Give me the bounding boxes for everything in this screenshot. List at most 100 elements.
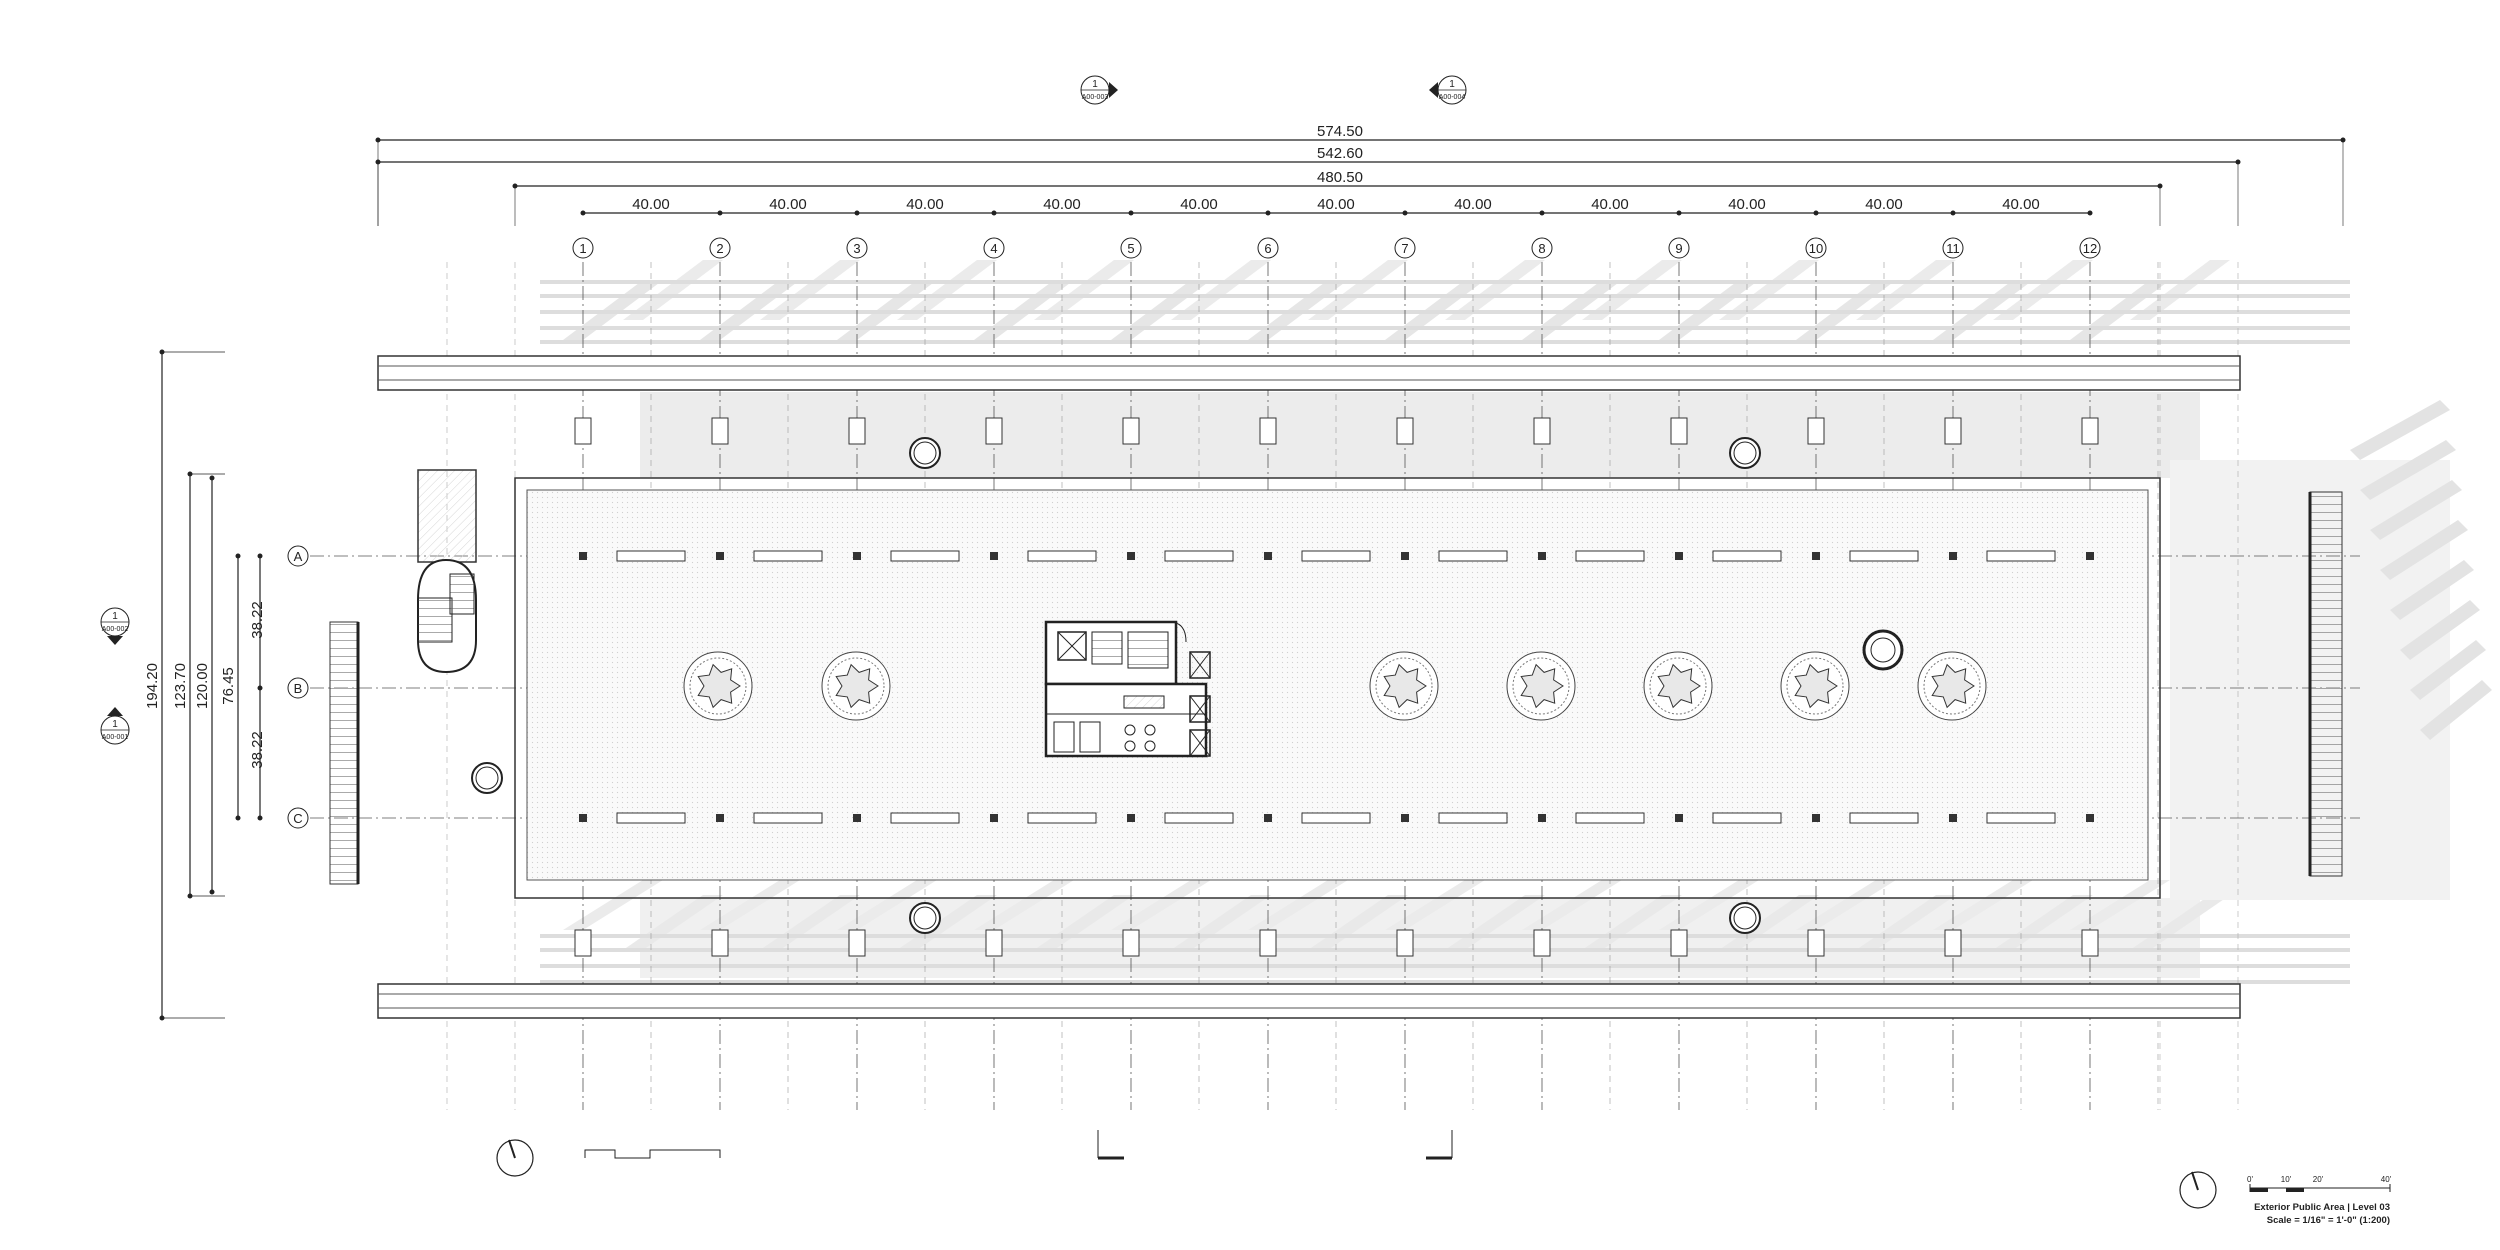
structure-layer bbox=[540, 280, 2350, 984]
grid-bubble bbox=[2079, 237, 2101, 259]
column bbox=[1949, 552, 1957, 560]
grid-column-label: 7 bbox=[1401, 241, 1408, 256]
grid-column-label: 4 bbox=[990, 241, 997, 256]
trellis-shadow bbox=[2130, 260, 2230, 320]
section-tag-number: 1 bbox=[112, 719, 118, 730]
trellis-shadow bbox=[1856, 260, 1956, 320]
dimension-label: 40.00 bbox=[1591, 196, 1629, 213]
grid-bubble bbox=[1942, 237, 1964, 259]
column-bracket bbox=[1396, 417, 1414, 445]
column-bracket bbox=[1807, 417, 1825, 445]
column bbox=[579, 814, 587, 822]
bench bbox=[616, 550, 686, 562]
bench bbox=[1712, 812, 1782, 824]
dimension-label: 542.60 bbox=[1317, 145, 1363, 162]
tree-canopy bbox=[697, 663, 741, 709]
trellis-shadow bbox=[623, 260, 723, 320]
trellis-shadow bbox=[2360, 440, 2456, 500]
trellis-shadow bbox=[1445, 260, 1545, 320]
bench bbox=[1575, 550, 1645, 562]
column-bracket bbox=[2081, 417, 2099, 445]
planter bbox=[1923, 657, 1981, 715]
trellis-shadow bbox=[2350, 400, 2450, 460]
trellis-shadow bbox=[1933, 880, 2033, 930]
section-tag-number: 1 bbox=[1449, 79, 1455, 90]
dimension-label: 40.00 bbox=[1317, 196, 1355, 213]
trellis-shadow bbox=[1993, 260, 2093, 320]
north-arrow-icon bbox=[2179, 1171, 2217, 1209]
grid-bubble bbox=[1668, 237, 1690, 259]
grid-column-label: 12 bbox=[2083, 241, 2097, 256]
planter bbox=[1649, 657, 1707, 715]
planter bbox=[827, 657, 885, 715]
scale-bar-label: 20' bbox=[2313, 1175, 2324, 1184]
column bbox=[2086, 552, 2094, 560]
column bbox=[1538, 552, 1546, 560]
column bbox=[1401, 552, 1409, 560]
column-bracket bbox=[985, 417, 1003, 445]
dimension-tick bbox=[854, 210, 860, 216]
trellis-shadow bbox=[2370, 480, 2462, 540]
north-arrow-icon bbox=[496, 1139, 534, 1177]
dimension-label: 40.00 bbox=[1865, 196, 1903, 213]
column bbox=[1675, 552, 1683, 560]
grid-column-label: 10 bbox=[1809, 241, 1823, 256]
section-tag-number: 1 bbox=[112, 611, 118, 622]
dimension-label: 40.00 bbox=[632, 196, 670, 213]
dimension-tick bbox=[2340, 137, 2346, 143]
section-tag-sheet: A00-004 bbox=[1439, 94, 1466, 101]
bench bbox=[1164, 550, 1234, 562]
column bbox=[1264, 552, 1272, 560]
grid-bubble bbox=[1805, 237, 1827, 259]
benches bbox=[616, 550, 2056, 824]
dimension-label: 76.45 bbox=[220, 667, 237, 705]
column-bracket bbox=[1807, 929, 1825, 957]
column bbox=[1675, 814, 1683, 822]
column bbox=[853, 552, 861, 560]
dimension-tick bbox=[1402, 210, 1408, 216]
bench bbox=[1438, 812, 1508, 824]
north-canopy bbox=[377, 355, 2241, 391]
column-bracket bbox=[1533, 929, 1551, 957]
dimension-label: 123.70 bbox=[172, 663, 189, 709]
column bbox=[853, 814, 861, 822]
trellis-shadow bbox=[897, 260, 997, 320]
section-tag-number: 1 bbox=[1092, 79, 1098, 90]
dimension-tick bbox=[1265, 210, 1271, 216]
title-block: 0' 10' 20' 40' Exterior Public Area | Le… bbox=[2247, 1175, 2392, 1226]
column-bracket bbox=[1396, 929, 1414, 957]
bench bbox=[1849, 550, 1919, 562]
dimension-tick bbox=[1539, 210, 1545, 216]
elevator-core bbox=[1044, 620, 1211, 758]
dimension-tick bbox=[1950, 210, 1956, 216]
trellis-shadow bbox=[2400, 600, 2480, 660]
trellis-shadow bbox=[1034, 260, 1134, 320]
column-bracket bbox=[711, 417, 729, 445]
grid-bubble bbox=[572, 237, 594, 259]
dimension-label: 38.22 bbox=[249, 731, 266, 769]
scale-bar-label: 10' bbox=[2281, 1175, 2292, 1184]
west-stair bbox=[417, 469, 477, 674]
bench bbox=[753, 550, 823, 562]
dimension-label: 40.00 bbox=[769, 196, 807, 213]
drawing-scale: Scale = 1/16" = 1'-0" (1:200) bbox=[2267, 1215, 2390, 1226]
grid-bubble bbox=[709, 237, 731, 259]
column bbox=[1949, 814, 1957, 822]
graphic-scale-mark bbox=[584, 1149, 721, 1159]
dimension-label: 40.00 bbox=[1454, 196, 1492, 213]
column bbox=[1264, 814, 1272, 822]
dimension-tick bbox=[375, 137, 381, 143]
bench bbox=[1986, 550, 2056, 562]
planter bbox=[689, 657, 747, 715]
column-bracket bbox=[848, 929, 866, 957]
south-canopy bbox=[377, 983, 2241, 1019]
grid-column-label: 1 bbox=[579, 241, 586, 256]
planter bbox=[1786, 657, 1844, 715]
column-bracket bbox=[711, 929, 729, 957]
dimension-label: 194.20 bbox=[144, 663, 161, 709]
column-bracket bbox=[1670, 417, 1688, 445]
grid-bubble bbox=[287, 677, 309, 699]
dimension-tick bbox=[717, 210, 723, 216]
bench bbox=[616, 812, 686, 824]
